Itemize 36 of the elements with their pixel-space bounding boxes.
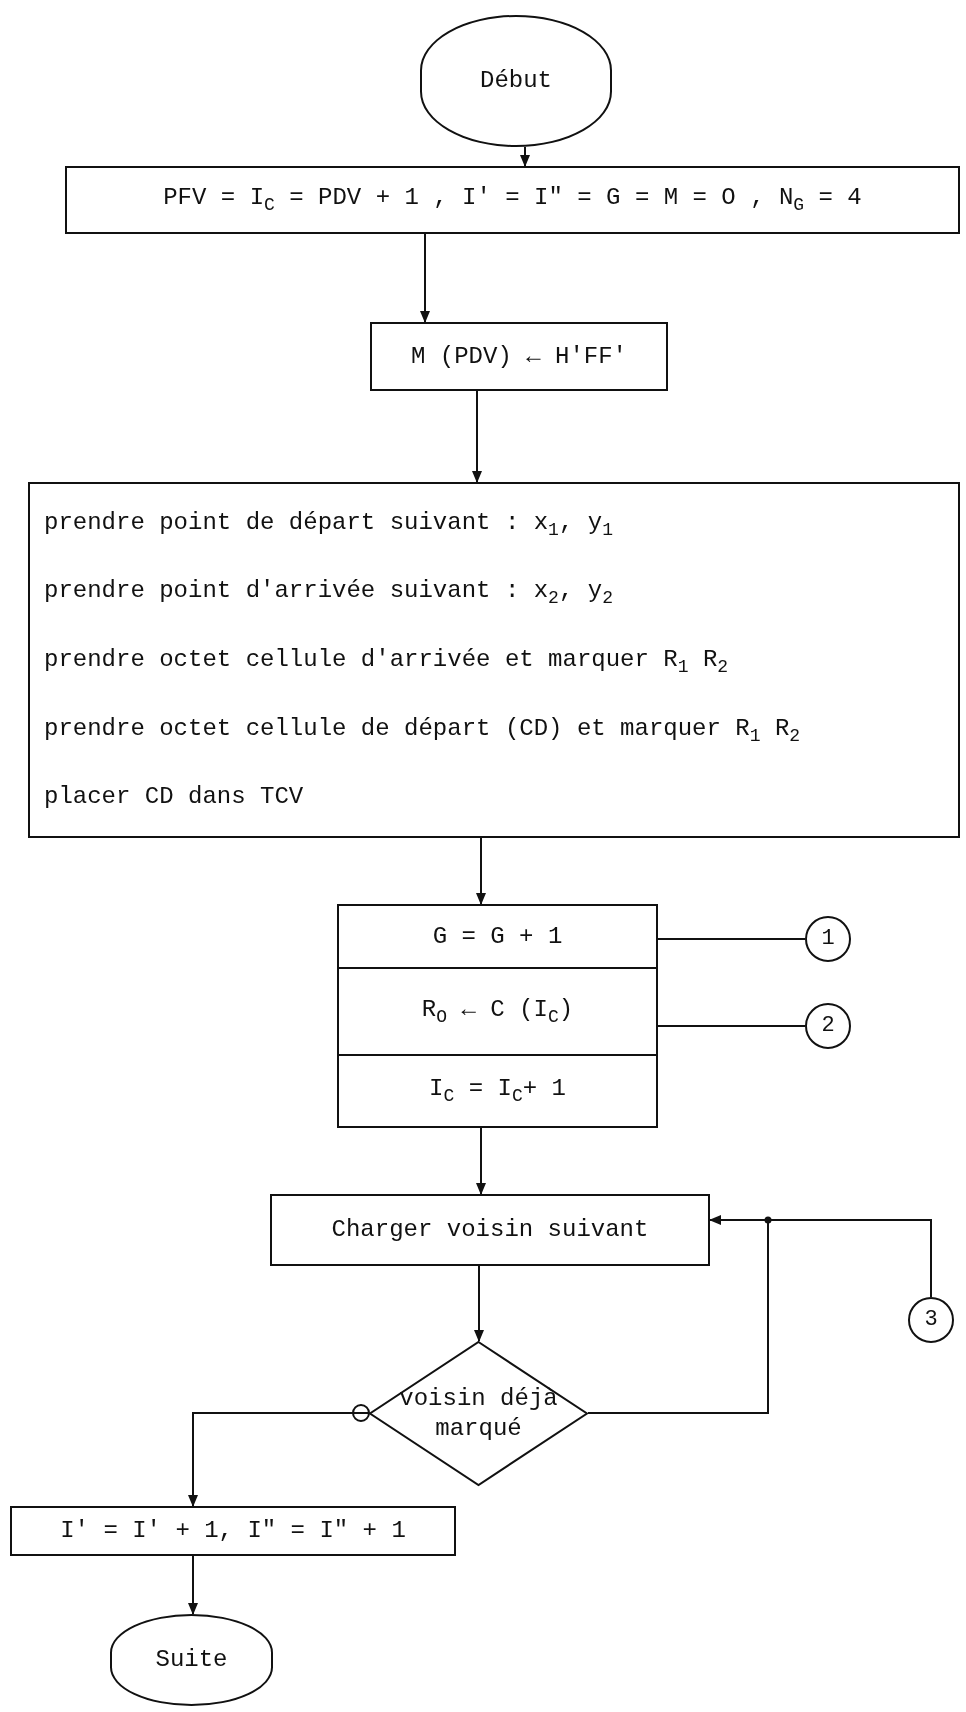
node-text: 3 [924, 1306, 938, 1334]
node-text: Charger voisin suivant [331, 1215, 649, 1245]
process-box [337, 904, 658, 1128]
arrow [472, 390, 482, 483]
connector-circle [805, 916, 851, 962]
node-text: prendre point de départ suivant : x$_{1}$, y$_{1}$ [44, 507, 613, 541]
node-text: R$_{O}$ ← C (I$_{C}$) [421, 994, 574, 1029]
arrow [188, 1404, 370, 1507]
node-text: PFV = I$_{C}$ = PDV + 1 , I' = I" = G = M = O , N$_{G}$ = 4 [163, 183, 862, 217]
node-text: prendre point d'arrivée suivant : x$_{2}$, y$_{2}$ [44, 576, 613, 610]
connector-circle [805, 1003, 851, 1049]
arrow [587, 1215, 769, 1414]
node-text: 1 [821, 925, 835, 953]
node-text: 2 [821, 1012, 835, 1040]
node-text: I' = I' + 1, I" = I" + 1 [60, 1516, 406, 1546]
process-box [10, 1506, 456, 1556]
connector-circle [908, 1297, 954, 1343]
process-box [28, 482, 960, 838]
process-box [65, 166, 960, 234]
node-text: prendre octet cellule d'arrivée et marquer R$_{1}$ R$_{2}$ [44, 645, 729, 679]
decision-text: voisin déjà marqué [398, 1383, 559, 1444]
arrow [420, 233, 430, 323]
node-text: G = G + 1 [432, 921, 563, 952]
process-box [370, 322, 668, 391]
node-text: Suite [155, 1645, 228, 1675]
node-text: prendre octet cellule de départ (CD) et marquer R$_{1}$ R$_{2}$ [44, 713, 801, 747]
arrow [520, 146, 530, 167]
node-text: M (PDV) ← H'FF' [410, 341, 627, 372]
arrow [476, 1127, 486, 1195]
node-text: placer CD dans TCV [44, 782, 304, 813]
arrow [188, 1555, 198, 1615]
arrow [474, 1265, 484, 1342]
node-text: I$_{C}$ = I$_{C}$+ 1 [429, 1074, 566, 1108]
arrow [476, 837, 486, 905]
process-box [270, 1194, 710, 1266]
node-text: Début [480, 66, 552, 96]
